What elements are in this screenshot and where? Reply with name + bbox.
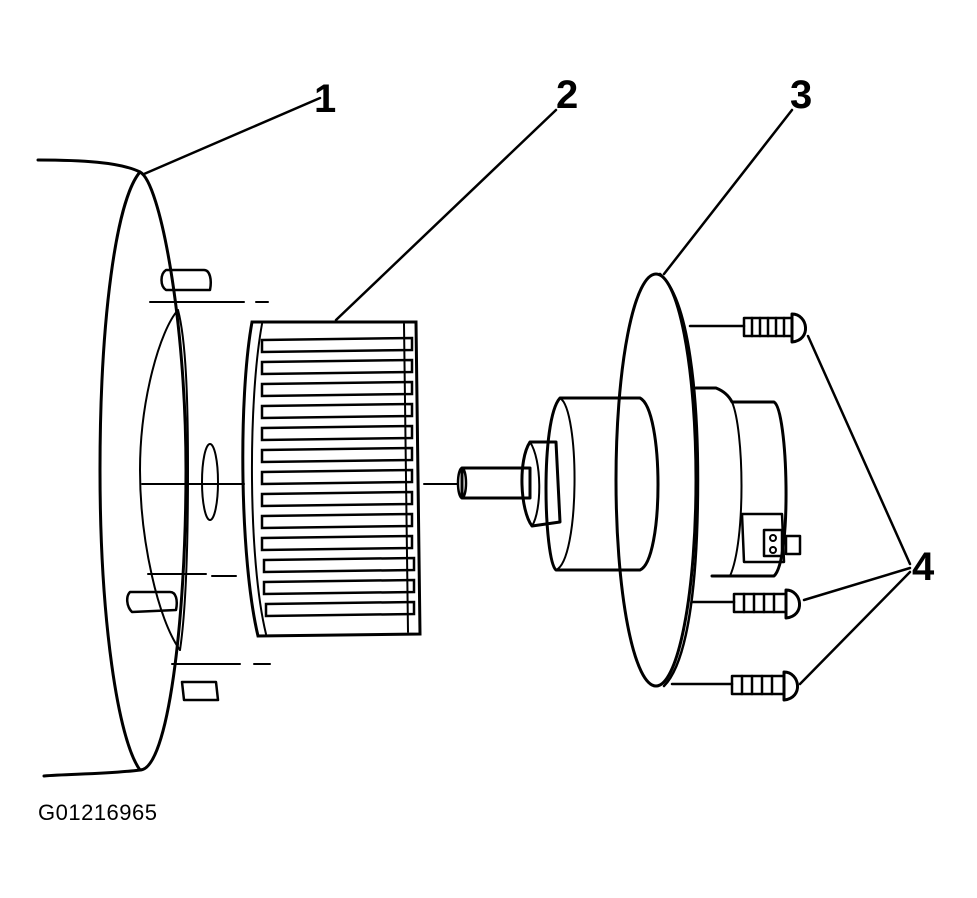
leader-line-4c xyxy=(798,570,912,686)
screw-bottom xyxy=(670,670,799,702)
leader-line-3 xyxy=(662,108,794,276)
screw-top xyxy=(688,312,807,344)
callout-4: 4 xyxy=(912,545,935,589)
blower-housing xyxy=(36,158,271,778)
leader-line-2 xyxy=(334,108,558,322)
blower-motor xyxy=(456,272,802,688)
leader-lines xyxy=(142,96,912,686)
mounting-screws xyxy=(670,312,807,702)
callout-2: 2 xyxy=(556,73,578,117)
leader-line-1 xyxy=(142,96,322,176)
leader-line-4a xyxy=(806,334,912,566)
blower-wheel xyxy=(241,320,459,638)
leader-line-4b xyxy=(802,566,912,602)
callout-3: 3 xyxy=(790,73,812,117)
figure-id: G01216965 xyxy=(38,800,158,825)
screw-middle xyxy=(690,588,801,620)
callout-1: 1 xyxy=(314,77,336,121)
